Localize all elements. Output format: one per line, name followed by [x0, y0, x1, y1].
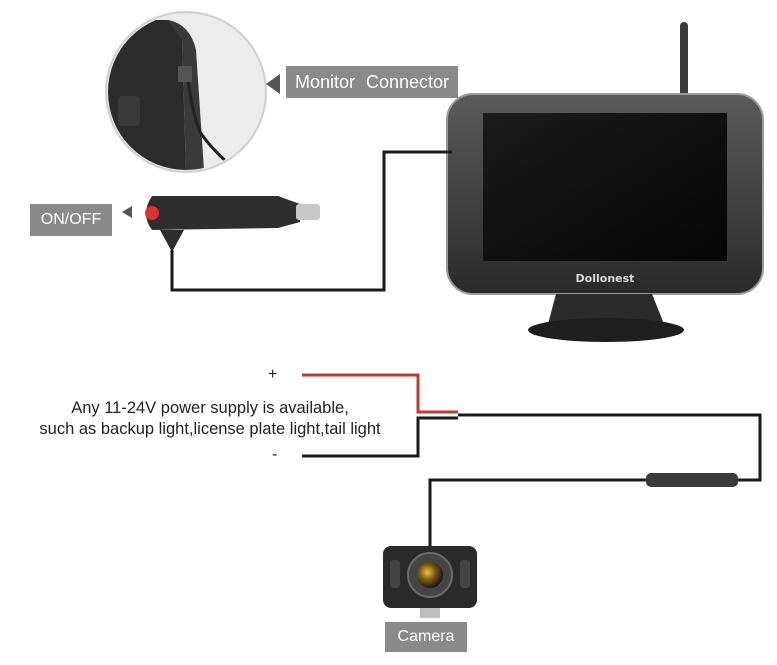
pointer-left-icon [266, 74, 280, 94]
monitor-connector-label: Monitor Connector [286, 66, 458, 98]
connector-zoom-illustration [105, 11, 280, 173]
positive-sign: + [268, 366, 278, 383]
pointer-right-icon [122, 206, 132, 218]
camera-power-cable [458, 413, 762, 482]
brand-logo: Dollonest [576, 272, 635, 285]
camera-label: Camera [385, 622, 467, 652]
monitor-illustration: Dollonest [446, 22, 764, 342]
power-switch-icon [145, 206, 159, 220]
positive-wire [302, 373, 458, 414]
backup-camera-illustration [383, 546, 477, 618]
monitor-screen [483, 113, 727, 261]
camera-cable [428, 478, 646, 548]
negative-wire [302, 416, 458, 458]
negative-sign: - [272, 446, 278, 463]
camera-lens-icon [417, 562, 443, 588]
power-supply-note-line-1: Any 11-24V power supply is available, [71, 399, 349, 417]
power-supply-note-line-2: such as backup light,license plate light… [39, 420, 381, 438]
car-charger-plug [122, 196, 320, 252]
on-off-label: ON/OFF [30, 204, 112, 236]
antenna-icon [680, 22, 688, 110]
power-cable [170, 150, 452, 292]
cable-connector [646, 473, 738, 487]
power-supply-note: Any 11-24V power supply is available, su… [0, 398, 420, 440]
